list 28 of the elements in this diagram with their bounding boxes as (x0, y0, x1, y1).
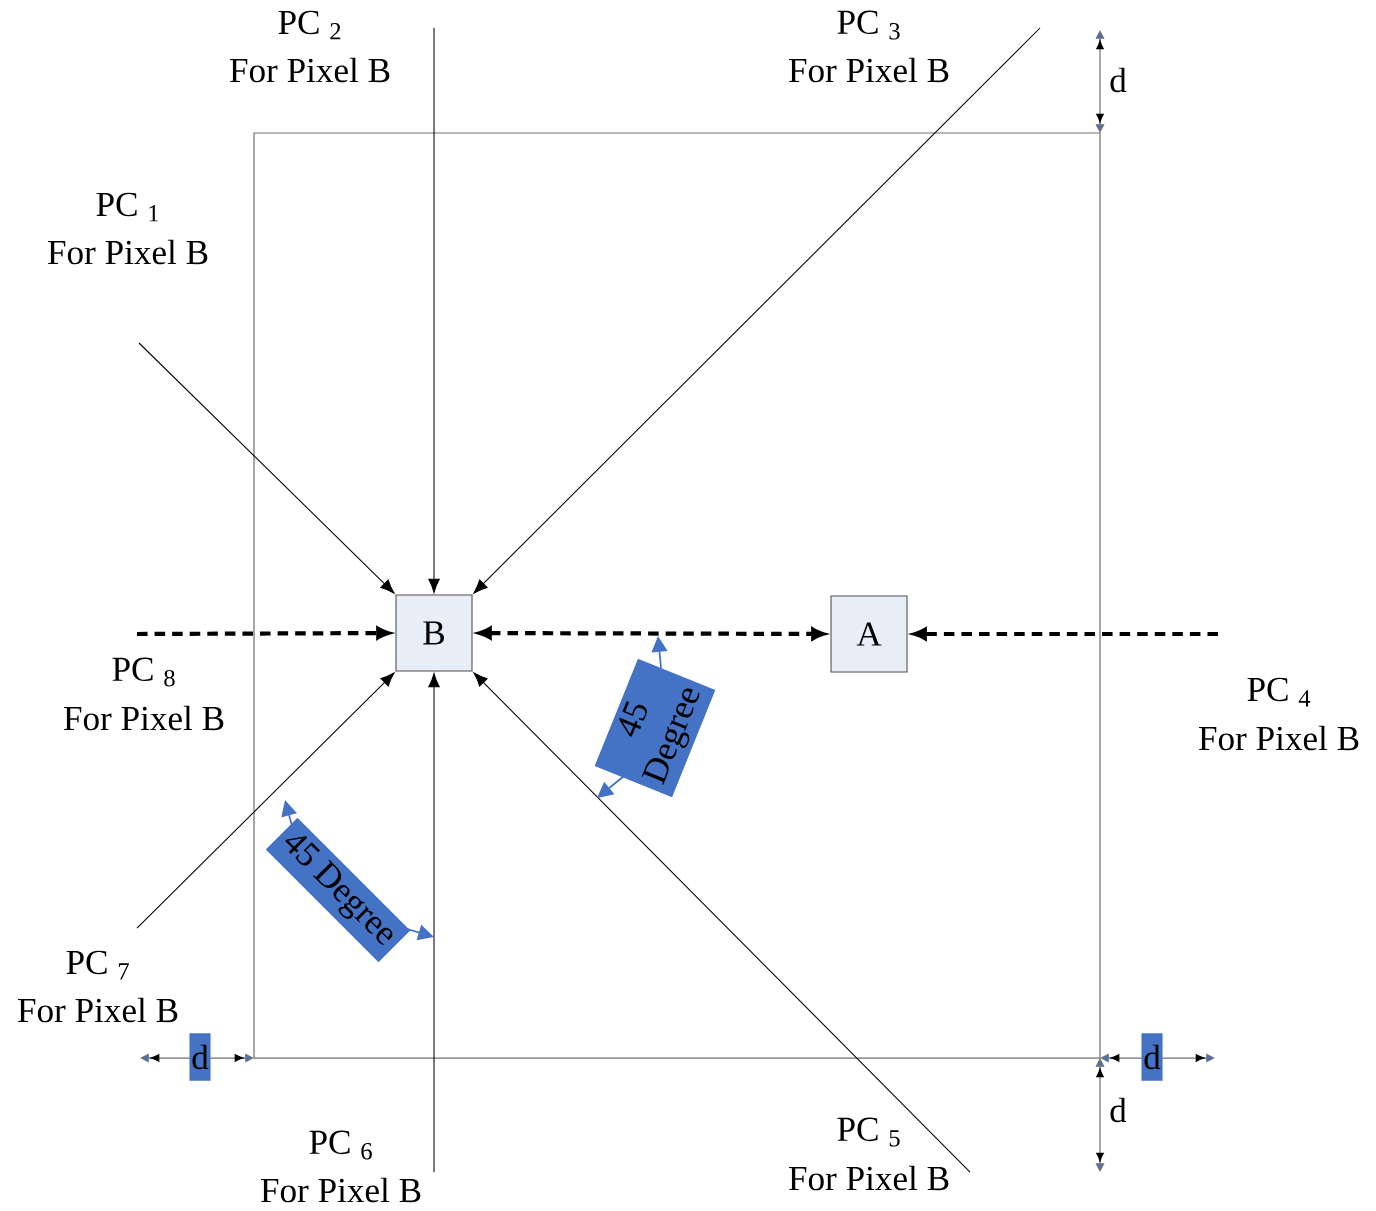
arrow (473, 672, 971, 1173)
direction-label: PC $_{5}$ (837, 1117, 900, 1147)
pixel-box: A (830, 595, 908, 673)
dimension-label: d (1141, 1033, 1163, 1081)
direction-label: PC $_{2}$ (278, 10, 341, 40)
direction-label: PC $_{7}$ (66, 950, 129, 980)
direction-label: For Pixel B (230, 57, 390, 83)
direction-label: PC $_{3}$ (837, 10, 900, 40)
dimension-label: d (189, 1033, 211, 1081)
direction-label: For Pixel B (261, 1177, 421, 1203)
direction-label: For Pixel B (789, 57, 949, 83)
pixel-box: B (395, 594, 473, 672)
arrow (136, 672, 395, 929)
direction-label: PC $_{1}$ (96, 192, 159, 222)
dimension-label: d (1110, 67, 1127, 93)
arrow (428, 27, 440, 593)
direction-label: PC $_{4}$ (1247, 677, 1311, 707)
direction-label: For Pixel B (1199, 725, 1359, 751)
direction-label: For Pixel B (18, 997, 178, 1023)
direction-label: PC $_{8}$ (112, 657, 175, 687)
arrow (138, 342, 395, 594)
arrow (473, 27, 1041, 594)
dimension-label: d (1110, 1097, 1127, 1123)
arrow (428, 673, 440, 1173)
direction-label: For Pixel B (789, 1165, 949, 1191)
direction-label: For Pixel B (48, 239, 208, 265)
direction-label: PC $_{6}$ (309, 1130, 372, 1160)
direction-label: For Pixel B (64, 705, 224, 731)
